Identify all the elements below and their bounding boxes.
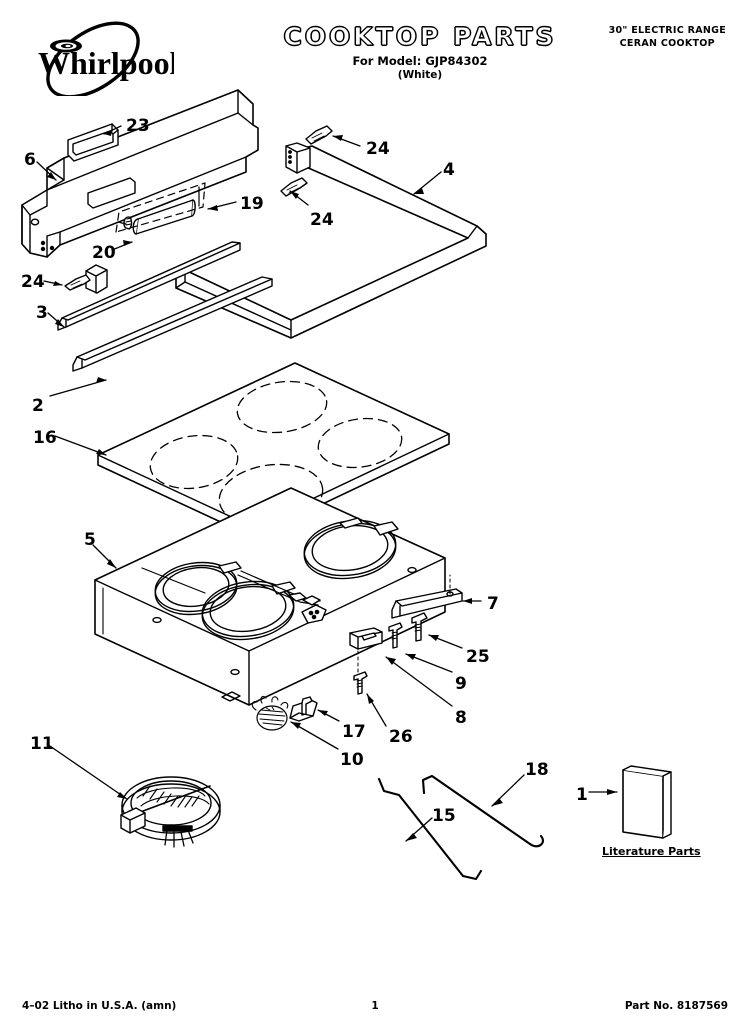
part-callout-1: 1	[576, 785, 588, 805]
part-callout-16: 16	[33, 428, 57, 448]
page-title: COOKTOP PARTS	[283, 22, 557, 52]
part-callout-20: 20	[92, 243, 116, 263]
part-screw-9	[388, 622, 403, 649]
part-callout-19: 19	[240, 194, 264, 214]
part-callout-15: 15	[432, 806, 456, 826]
part-literature-booklet	[622, 765, 672, 839]
part-indicator-assembly	[115, 182, 206, 235]
part-backguard-panel	[21, 89, 259, 258]
part-front-trim-2	[72, 276, 273, 372]
part-callout-23: 23	[126, 116, 150, 136]
part-callout-11: 11	[30, 734, 54, 754]
spec-line-2: CERAN COOKTOP	[619, 38, 715, 49]
part-wire-15	[377, 777, 483, 881]
footer-page-number: 1	[371, 1000, 379, 1012]
part-element-assembly-11	[120, 776, 221, 848]
part-bracket-17	[289, 696, 318, 722]
part-screws-24	[64, 125, 333, 291]
part-callout-4: 4	[443, 160, 455, 180]
part-callout-8: 8	[455, 708, 467, 728]
appliance-spec: 30" ELECTRIC RANGE CERAN COOKTOP	[609, 24, 726, 50]
part-screw-26	[353, 671, 368, 695]
part-callout-7: 7	[487, 594, 499, 614]
part-surface-elements	[141, 517, 399, 641]
document-title-block: COOKTOP PARTS For Model: GJP84302 (White…	[283, 22, 630, 82]
part-harness-10	[251, 695, 289, 731]
part-cooktop-chassis	[94, 487, 446, 706]
part-cooktop-frame	[175, 142, 487, 339]
footer-part-number: Part No. 8187569	[624, 1000, 728, 1012]
part-callout-9: 9	[455, 674, 467, 694]
part-callout-24: 24	[366, 139, 390, 159]
svg-text:Whirlpool: Whirlpool	[38, 45, 174, 81]
part-callout-5: 5	[84, 530, 96, 550]
part-callout-3: 3	[36, 303, 48, 323]
part-callout-17: 17	[342, 722, 366, 742]
part-callout-18: 18	[525, 760, 549, 780]
part-callout-10: 10	[340, 750, 364, 770]
part-callout-24: 24	[21, 272, 45, 292]
part-callout-24: 24	[310, 210, 334, 230]
literature-parts-label: Literature Parts	[602, 845, 701, 858]
footer-litho: 4–02 Litho in U.S.A. (amn)	[22, 1000, 177, 1012]
part-callout-25: 25	[466, 647, 490, 667]
part-callout-6: 6	[24, 150, 36, 170]
whirlpool-logo: Whirlpool	[14, 18, 179, 99]
model-line: For Model: GJP84302	[352, 54, 488, 68]
part-screw-25	[411, 612, 428, 642]
finish-line: (White)	[397, 69, 443, 81]
part-callout-26: 26	[389, 727, 413, 747]
part-wire-hook-18	[421, 774, 544, 848]
spec-line-1: 30" ELECTRIC RANGE	[608, 25, 726, 36]
leader-lines	[36, 125, 618, 842]
part-callout-2: 2	[32, 396, 44, 416]
part-bracket-7	[391, 574, 463, 619]
part-clip-8	[349, 627, 383, 677]
part-side-trim-3	[57, 241, 241, 331]
